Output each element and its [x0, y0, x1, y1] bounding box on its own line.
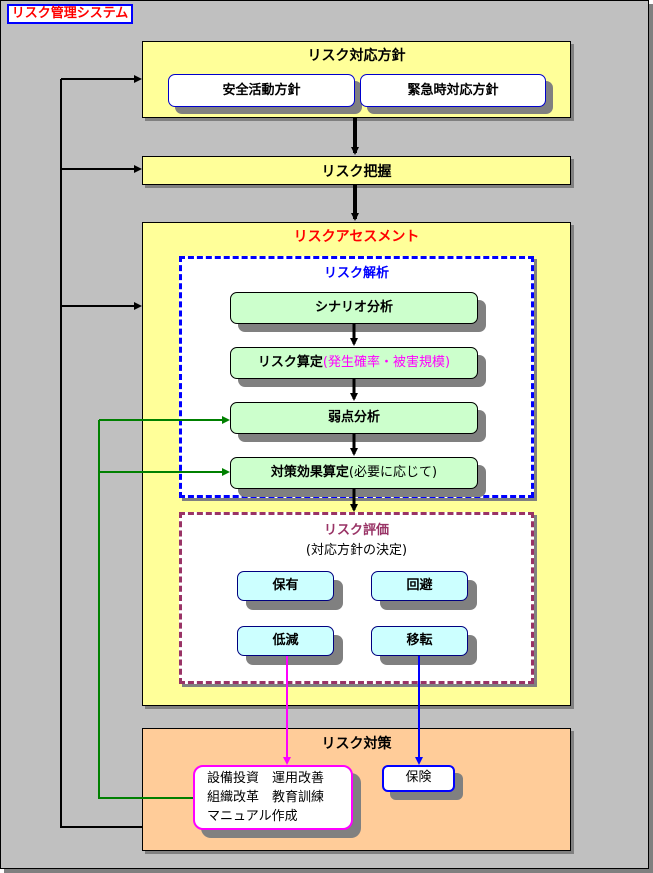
step-label: リスク算定	[257, 355, 323, 370]
step-note: (発生確率・被害規模)	[322, 355, 451, 370]
reduction-measures-box: 設備投資 運用改善 組織改革 教育訓練 マニュアル作成	[193, 765, 353, 830]
risk-evaluation-subtitle: (対応方針の決定)	[305, 543, 408, 558]
risk-assessment-title: リスクアセスメント	[293, 229, 420, 245]
step-label: 弱点分析	[327, 410, 380, 425]
reduction-line: 設備投資 運用改善	[207, 771, 325, 786]
step-countermeasure-effect: 対策効果算定(必要に応じて)	[230, 457, 478, 489]
insurance-box: 保険	[382, 765, 455, 792]
step-scenario-analysis: シナリオ分析	[230, 292, 478, 324]
risk-evaluation-title: リスク評価	[323, 523, 389, 538]
step-note: (必要に応じて)	[348, 465, 438, 480]
risk-policy-panel: リスク対応方針 安全活動方針 緊急時対応方針	[142, 41, 571, 118]
risk-policy-title: リスク対応方針	[307, 48, 406, 64]
step-label: 対策効果算定	[270, 465, 349, 480]
step-risk-calculation: リスク算定(発生確率・被害規模)	[230, 347, 478, 379]
step-weakness-analysis: 弱点分析	[230, 402, 478, 434]
risk-evaluation-box: リスク評価 (対応方針の決定)	[179, 512, 534, 684]
risk-countermeasures-panel: リスク対策	[142, 728, 571, 851]
option-retain: 保有	[237, 571, 334, 601]
risk-countermeasures-title: リスク対策	[321, 736, 392, 752]
emergency-policy-box: 緊急時対応方針	[360, 74, 546, 107]
option-avoid: 回避	[371, 571, 468, 601]
option-reduce: 低減	[237, 626, 334, 656]
risk-grasp-title: リスク把握	[321, 164, 392, 180]
step-label: シナリオ分析	[314, 300, 393, 315]
reduction-line: 組織改革 教育訓練	[207, 790, 325, 805]
risk-analysis-title: リスク解析	[323, 266, 389, 281]
risk-grasp-panel: リスク把握	[142, 156, 571, 185]
option-transfer: 移転	[371, 626, 468, 656]
system-title: リスク管理システム	[7, 4, 133, 24]
reduction-line: マニュアル作成	[207, 809, 298, 824]
safety-policy-box: 安全活動方針	[168, 74, 355, 107]
